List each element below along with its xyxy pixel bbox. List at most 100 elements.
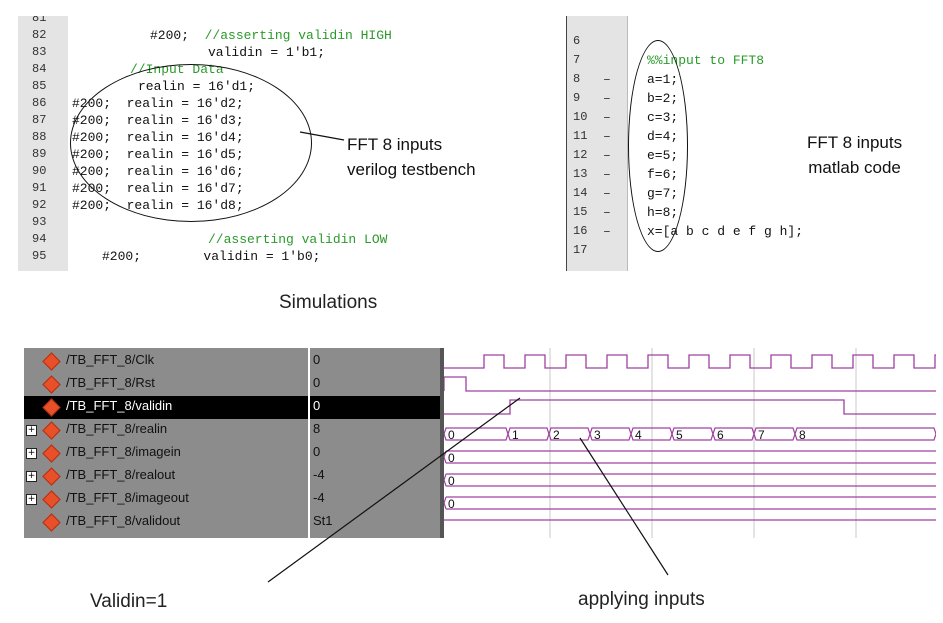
line-number: 95 [32,249,47,263]
realin-bus-label: 7 [758,428,765,442]
line-number: 8 [573,72,581,86]
code-text: #200; validin = 1'b0; [102,249,321,264]
value-row[interactable]: -4 [310,488,440,511]
line-number: 9 [573,91,581,105]
value-row[interactable]: 0 [310,396,440,419]
realin-bus-segment [507,427,550,441]
code-line: 82 #200; //asserting validin HIGH [18,27,528,44]
realin-bus-label: 4 [635,428,642,442]
verilog-inputs-circle [70,64,312,222]
line-number: 17 [573,243,588,257]
signal-value: St1 [313,513,333,528]
line-number: 91 [32,181,47,195]
signal-list: /TB_FFT_8/Clk/TB_FFT_8/Rst/TB_FFT_8/vali… [24,348,308,538]
line-number: 89 [32,147,47,161]
line-number: 15 [573,205,588,219]
realout-bus-label: 0 [448,474,455,488]
line-number: 11 [573,129,588,143]
signal-row[interactable]: +/TB_FFT_8/realout [24,465,308,488]
imagein-bus-label: 0 [448,451,455,465]
signal-row[interactable]: /TB_FFT_8/validout [24,511,308,534]
executable-marker: – [603,224,611,239]
signal-name: /TB_FFT_8/validin [66,398,173,413]
code-line: 94//asserting validin LOW [18,231,528,248]
validin-annotation: Validin=1 [90,591,168,612]
verilog-callout: FFT 8 inputs verilog testbench [347,132,476,182]
signal-value: 0 [313,398,321,413]
expand-icon[interactable]: + [26,494,37,505]
realin-bus-segment [794,427,936,441]
value-row[interactable]: -4 [310,465,440,488]
code-line: 81 [18,16,528,27]
value-row[interactable]: St1 [310,511,440,534]
value-row[interactable]: 0 [310,373,440,396]
line-number: 92 [32,198,47,212]
line-number: 6 [573,34,581,48]
signal-value: 8 [313,421,321,436]
applying-inputs-annotation: applying inputs [578,589,705,610]
signal-row[interactable]: /TB_FFT_8/Clk [24,350,308,373]
signal-row[interactable]: /TB_FFT_8/Rst [24,373,308,396]
signal-value: 0 [313,352,321,367]
signal-row[interactable]: + /TB_FFT_8/imageout [24,488,308,511]
signal-value: 0 [313,375,321,390]
realin-bus-label: 1 [512,428,519,442]
clk-wave [444,354,936,369]
realin-bus-label: 2 [553,428,560,442]
pane-splitter[interactable] [440,348,444,538]
line-number-gutter [567,16,628,271]
signal-name: /TB_FFT_8/Clk [66,352,155,367]
code-line: 93 [18,214,528,231]
verilog-callout-line1: FFT 8 inputs [347,135,443,154]
signal-value: 0 [313,444,321,459]
line-number: 84 [32,62,47,76]
signal-name: /TB_FFT_8/imageout [66,490,189,505]
code-line: 6 [567,33,937,50]
expand-icon[interactable]: + [26,471,37,482]
line-number: 10 [573,110,588,124]
rst-wave [444,376,936,392]
code-text: validin = 1'b1; [208,45,326,60]
line-number-gutter [18,16,68,271]
realin-bus-label: 3 [594,428,601,442]
executable-marker: – [603,167,611,182]
code-line: 83 validin = 1'b1; [18,44,528,61]
matlab-callout: FFT 8 inputs matlab code [807,130,902,180]
code-line: 95 #200; validin = 1'b0; [18,248,528,265]
realin-bus-segment [630,427,673,441]
imageout-bus-label: 0 [448,497,455,511]
code-line: 17 [567,242,937,259]
signal-row[interactable]: /TB_FFT_8/validin [24,396,308,419]
signal-name: /TB_FFT_8/imagein [66,444,181,459]
realin-bus-label: 0 [448,428,455,442]
code-text: #200; //asserting validin HIGH [150,28,392,43]
line-number: 85 [32,79,47,93]
executable-marker: – [603,72,611,87]
signal-row[interactable]: + /TB_FFT_8/imagein [24,442,308,465]
verilog-callout-line2: verilog testbench [347,160,476,179]
value-row[interactable]: 0 [310,442,440,465]
realin-bus-label: 5 [676,428,683,442]
realin-bus-segment [589,427,632,441]
line-number: 93 [32,215,47,229]
executable-marker: – [603,110,611,125]
waveform-viewer: /TB_FFT_8/Clk/TB_FFT_8/Rst/TB_FFT_8/vali… [24,348,936,538]
matlab-callout-line1: FFT 8 inputs [807,133,903,152]
realin-bus-segment [671,427,714,441]
line-number: 82 [32,28,47,42]
expand-icon[interactable]: + [26,448,37,459]
value-row[interactable]: 8 [310,419,440,442]
executable-marker: – [603,186,611,201]
line-number: 87 [32,113,47,127]
imageout-bus-wave [444,496,936,510]
line-number: 83 [32,45,47,59]
realin-bus-segment [444,427,509,441]
value-row[interactable]: 0 [310,350,440,373]
signal-row[interactable]: +/TB_FFT_8/realin [24,419,308,442]
expand-icon[interactable]: + [26,425,37,436]
signal-name: /TB_FFT_8/Rst [66,375,155,390]
matlab-callout-line2: matlab code [808,158,901,177]
